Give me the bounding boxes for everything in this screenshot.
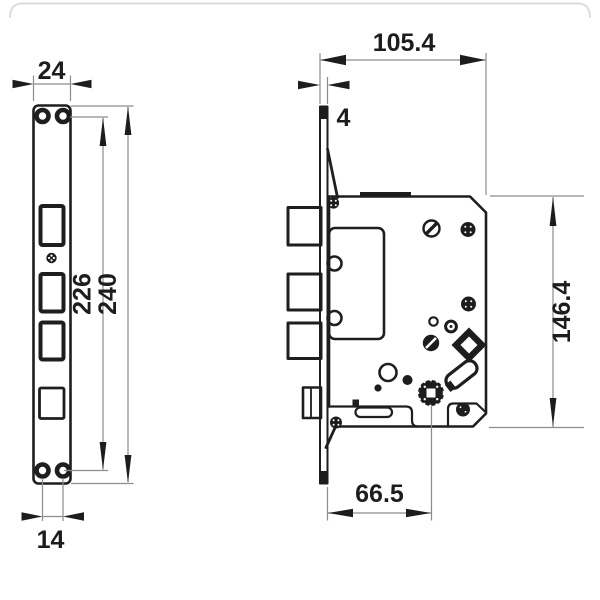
rivet-dot [334,204,337,207]
dim-label-plate-width: 24 [38,57,66,85]
screw-dot [464,225,467,228]
screw-dot [464,410,467,413]
screw-hole-icon [34,107,51,125]
screw-slot [425,222,438,235]
screw-dot [50,254,53,257]
dim-label-screw-spacing: 14 [37,526,65,554]
dimension-plate-height: 240 [71,105,134,485]
corner-tab-outline [446,402,488,428]
pivot-center [449,325,453,328]
deadbolt [286,206,323,247]
gearbox-cover [327,226,386,341]
cylinder-cam-icon [444,359,479,393]
rivet-dot [332,423,335,426]
dimension-plate-width: 24 [12,57,92,101]
cover-hole [326,309,343,327]
screw-dot [459,406,462,409]
rivet-dot [337,419,340,422]
screw-icon [46,252,57,264]
dimension-screw-spacing: 14 [21,478,84,554]
rivet-icon [327,197,340,209]
screw-dot [52,256,56,260]
screw-hole-icon [54,107,72,125]
corner-screw-icon [456,402,470,417]
screw-dot [464,231,467,234]
cross-screw-icon [461,296,476,312]
dim-label-total-depth: 105.4 [373,29,436,57]
faceplate-top-cap [319,106,329,119]
rivet-dot [330,204,333,207]
latch-bolt [301,386,323,420]
card-border [9,2,591,19]
screw-dot [50,259,53,262]
dimension-total-depth: 105.4 [319,29,487,195]
side-view: 105.4 4 146.4 66.5 [286,29,584,521]
dimension-backset: 66.5 [326,406,433,521]
mounting-clip [326,147,339,199]
cover-hole [326,255,343,272]
pin-dot [402,375,413,385]
dim-label-screw-hole-span: 226 [69,273,97,315]
bottom-rail-edge [327,405,420,428]
screw-hole-icon [34,462,51,479]
screw-dot [470,305,473,308]
faceplate-bottom-cap [319,471,329,484]
dim-label-plate-height: 240 [94,273,122,315]
cross-screw-icon [460,222,476,237]
screw-dot [464,300,467,303]
dimension-faceplate-thickness: 4 [298,80,351,132]
spindle-hub-icon [416,378,446,408]
deadbolt [286,272,323,312]
dim-label-case-height: 146.4 [548,281,576,344]
diamond-follower-icon [451,327,487,363]
oval-slot [354,406,394,419]
dim-label-faceplate-thickness: 4 [337,104,351,132]
rivet-dot [330,199,333,202]
dimension-case-height: 146.4 [489,195,584,429]
screw-slot [425,337,437,349]
deadbolt [286,321,323,360]
screw-dot [464,305,467,308]
front-view: 24 226 240 14 [12,57,134,554]
deadbolt-cutout [38,204,66,247]
rivet-dot [337,423,340,426]
screw-dot [469,225,472,228]
rivet-dot [332,419,335,422]
faceplate-front [32,104,72,485]
screw-dot [470,300,473,303]
latch-cutout [38,386,66,420]
deadbolt-cutout [38,320,66,362]
dimension-screw-hole-span: 226 [64,116,108,472]
top-slide-bar [360,192,411,198]
pin-icon [428,316,439,327]
rivet-icon [330,416,342,429]
stop-tab [352,399,359,407]
lock-case-outline [327,195,488,428]
guide-hole [378,362,398,383]
pin-dot [374,384,382,392]
screw-dot [48,256,51,260]
deadbolt-cutout [38,272,66,314]
screw-dot [469,231,472,234]
rivet-dot [334,199,337,202]
dim-label-backset: 66.5 [355,480,404,508]
